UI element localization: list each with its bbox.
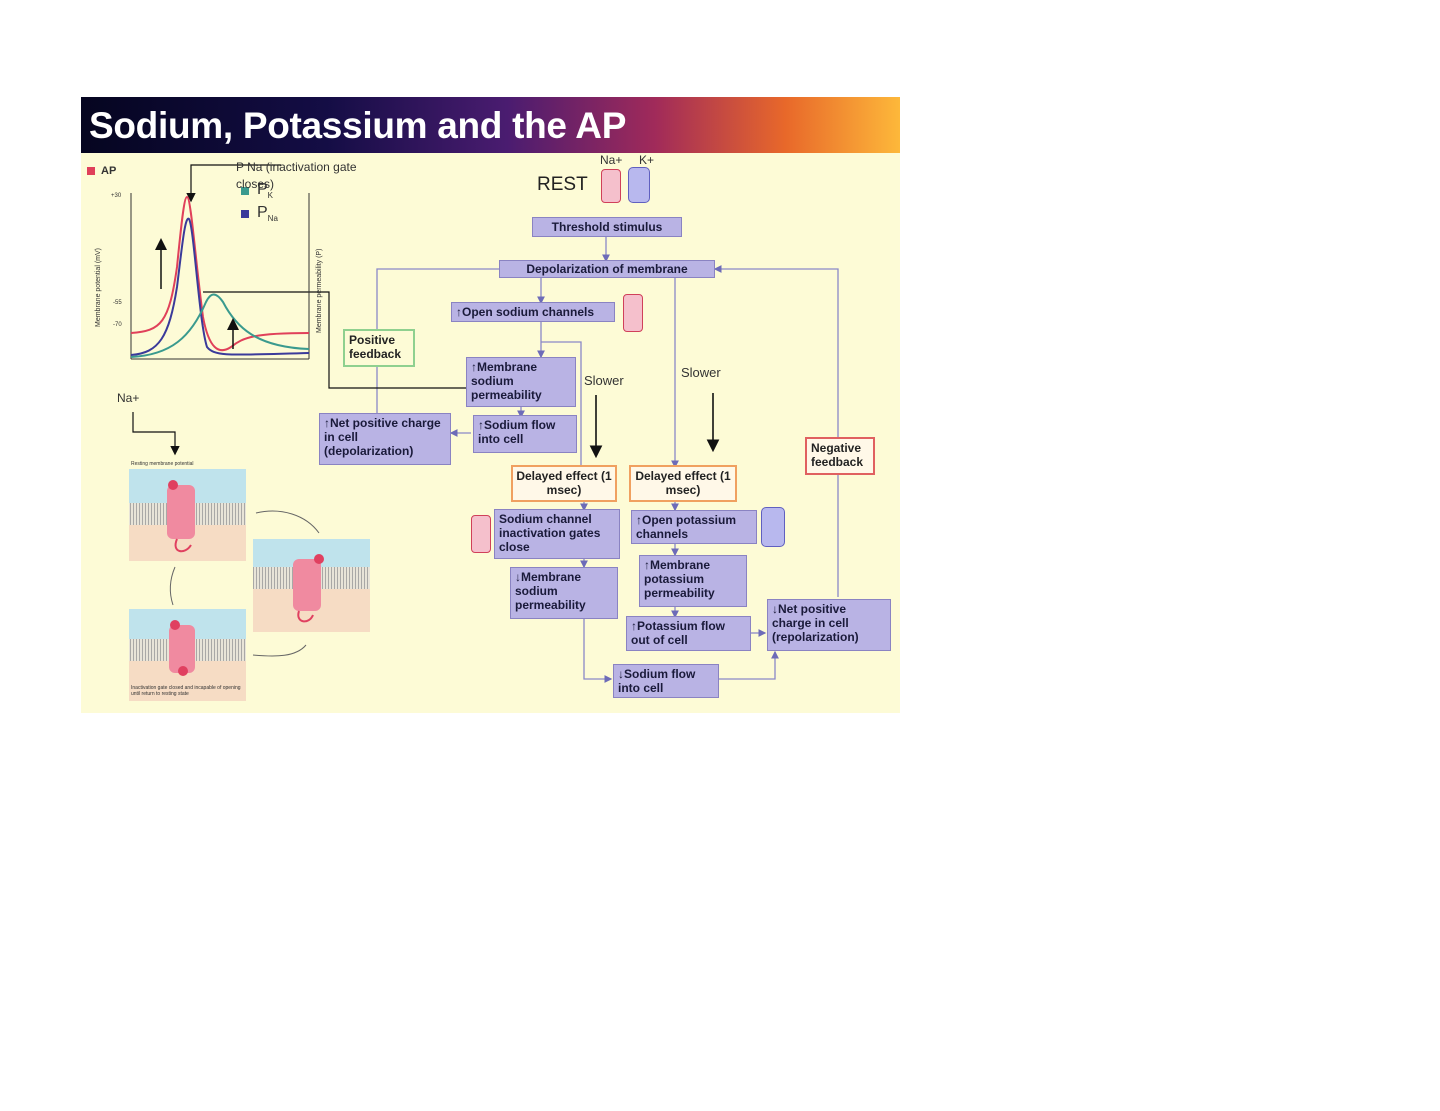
slide-title: Sodium, Potassium and the AP bbox=[89, 105, 627, 146]
open-potassium-channels-box: ↑Open potassium channels bbox=[631, 510, 757, 544]
legend-pk-sub: K bbox=[267, 191, 274, 201]
slower-label-1: Slower bbox=[584, 373, 624, 388]
net-positive-rep-down-arrow: ↓ bbox=[772, 602, 778, 616]
sodium-flow-into-cell-box: ↑Sodium flow into cell bbox=[473, 415, 577, 453]
membrane-sodium-text: Membrane sodium permeability bbox=[471, 360, 542, 402]
pna-annotation: P Na (inactivation gate closes) bbox=[236, 160, 357, 191]
potassium-flow-out-box: ↑Potassium flow out of cell bbox=[626, 616, 751, 651]
open-sodium-channels-box: ↑Open sodium channels bbox=[451, 302, 615, 322]
inactivated-sodium-channel-icon bbox=[471, 515, 491, 553]
channel-panel-inactivated bbox=[129, 609, 246, 701]
legend-ap-label: AP bbox=[101, 165, 117, 177]
membrane-sodium-permeability-box: ↑Membrane sodium permeability bbox=[466, 357, 576, 407]
rest-k-label: K+ bbox=[639, 153, 655, 167]
threshold-stimulus-box: Threshold stimulus bbox=[532, 217, 682, 237]
legend-pna-p: P bbox=[257, 204, 268, 221]
sodium-flow-down-text: Sodium flow into cell bbox=[618, 667, 696, 695]
net-positive-dep-text: Net positive charge in cell (depolarizat… bbox=[324, 416, 441, 458]
net-positive-repolarization-box: ↓Net positive charge in cell (repolariza… bbox=[767, 599, 891, 651]
panel1-caption: Resting membrane potential bbox=[131, 461, 194, 467]
open-potassium-text: Open potassium channels bbox=[636, 513, 737, 541]
channel-diagrams bbox=[129, 469, 370, 701]
tick-plus30: +30 bbox=[111, 193, 122, 199]
net-positive-dep-up-arrow: ↑ bbox=[324, 416, 330, 430]
legend-pk-label: PK bbox=[257, 181, 273, 200]
legend-pna-swatch bbox=[241, 210, 249, 218]
positive-feedback-box: Positive feedback bbox=[343, 329, 415, 367]
tick-minus70: -70 bbox=[113, 322, 122, 328]
channel-na-label: Na+ bbox=[117, 391, 140, 405]
sodium-flow-up-arrow: ↑ bbox=[478, 418, 484, 432]
ap-curve bbox=[130, 195, 310, 352]
membrane-sodium-down-arrow: ↓ bbox=[515, 570, 521, 584]
legend-pna-label: PNa bbox=[257, 204, 278, 223]
legend-pk-swatch bbox=[241, 187, 249, 195]
slower-label-2: Slower bbox=[681, 365, 721, 380]
tick-minus55: -55 bbox=[113, 300, 122, 306]
channel-panel-resting bbox=[129, 469, 246, 561]
sodium-flow-into-cell-down-box: ↓Sodium flow into cell bbox=[613, 664, 719, 698]
rest-potassium-channel-icon bbox=[628, 167, 650, 203]
membrane-potassium-text: Membrane potassium permeability bbox=[644, 558, 715, 600]
rest-na-label: Na+ bbox=[600, 153, 623, 167]
membrane-sodium-up-arrow: ↑ bbox=[471, 360, 477, 374]
delayed-effect-box-2: Delayed effect (1 msec) bbox=[629, 465, 737, 502]
ap-graph bbox=[130, 193, 310, 360]
depolarization-box: Depolarization of membrane bbox=[499, 260, 715, 278]
pk-curve bbox=[130, 293, 310, 358]
membrane-sodium-permeability-down-box: ↓Membrane sodium permeability bbox=[510, 567, 618, 619]
pna-curve bbox=[130, 217, 310, 356]
open-potassium-up-arrow: ↑ bbox=[636, 513, 642, 527]
rest-sodium-channel-icon bbox=[601, 169, 621, 203]
panel3-caption: Inactivation gate closed and incapable o… bbox=[131, 685, 241, 697]
rest-label: REST bbox=[537, 174, 588, 195]
channel-panel-activated bbox=[253, 539, 370, 632]
open-sodium-channel-icon bbox=[623, 294, 643, 332]
open-potassium-channel-icon bbox=[761, 507, 785, 547]
membrane-sodium-down-text: Membrane sodium permeability bbox=[515, 570, 586, 612]
net-positive-rep-text: Net positive charge in cell (repolarizat… bbox=[772, 602, 859, 644]
potassium-flow-up-arrow: ↑ bbox=[631, 619, 637, 633]
net-positive-depolarization-box: ↑Net positive charge in cell (depolariza… bbox=[319, 413, 451, 465]
legend-pna-sub: Na bbox=[267, 214, 278, 224]
delayed-effect-box-1: Delayed effect (1 msec) bbox=[511, 465, 617, 502]
negative-feedback-box: Negative feedback bbox=[805, 437, 875, 475]
sodium-channel-inactivation-box: Sodium channel inactivation gates close bbox=[494, 509, 620, 559]
membrane-potassium-permeability-box: ↑Membrane potassium permeability bbox=[639, 555, 747, 607]
potassium-flow-text: Potassium flow out of cell bbox=[631, 619, 726, 647]
legend-ap-swatch bbox=[87, 167, 95, 175]
open-sodium-up-arrow: ↑ bbox=[456, 305, 462, 319]
open-sodium-text: Open sodium channels bbox=[462, 305, 595, 319]
sodium-flow-down-arrow: ↓ bbox=[618, 667, 624, 681]
title-bar: Sodium, Potassium and the AP bbox=[81, 97, 900, 153]
membrane-potassium-up-arrow: ↑ bbox=[644, 558, 650, 572]
sodium-flow-text: Sodium flow into cell bbox=[478, 418, 556, 446]
slide: Sodium, Potassium and the AP bbox=[81, 97, 900, 713]
legend-pk-p: P bbox=[257, 181, 268, 198]
